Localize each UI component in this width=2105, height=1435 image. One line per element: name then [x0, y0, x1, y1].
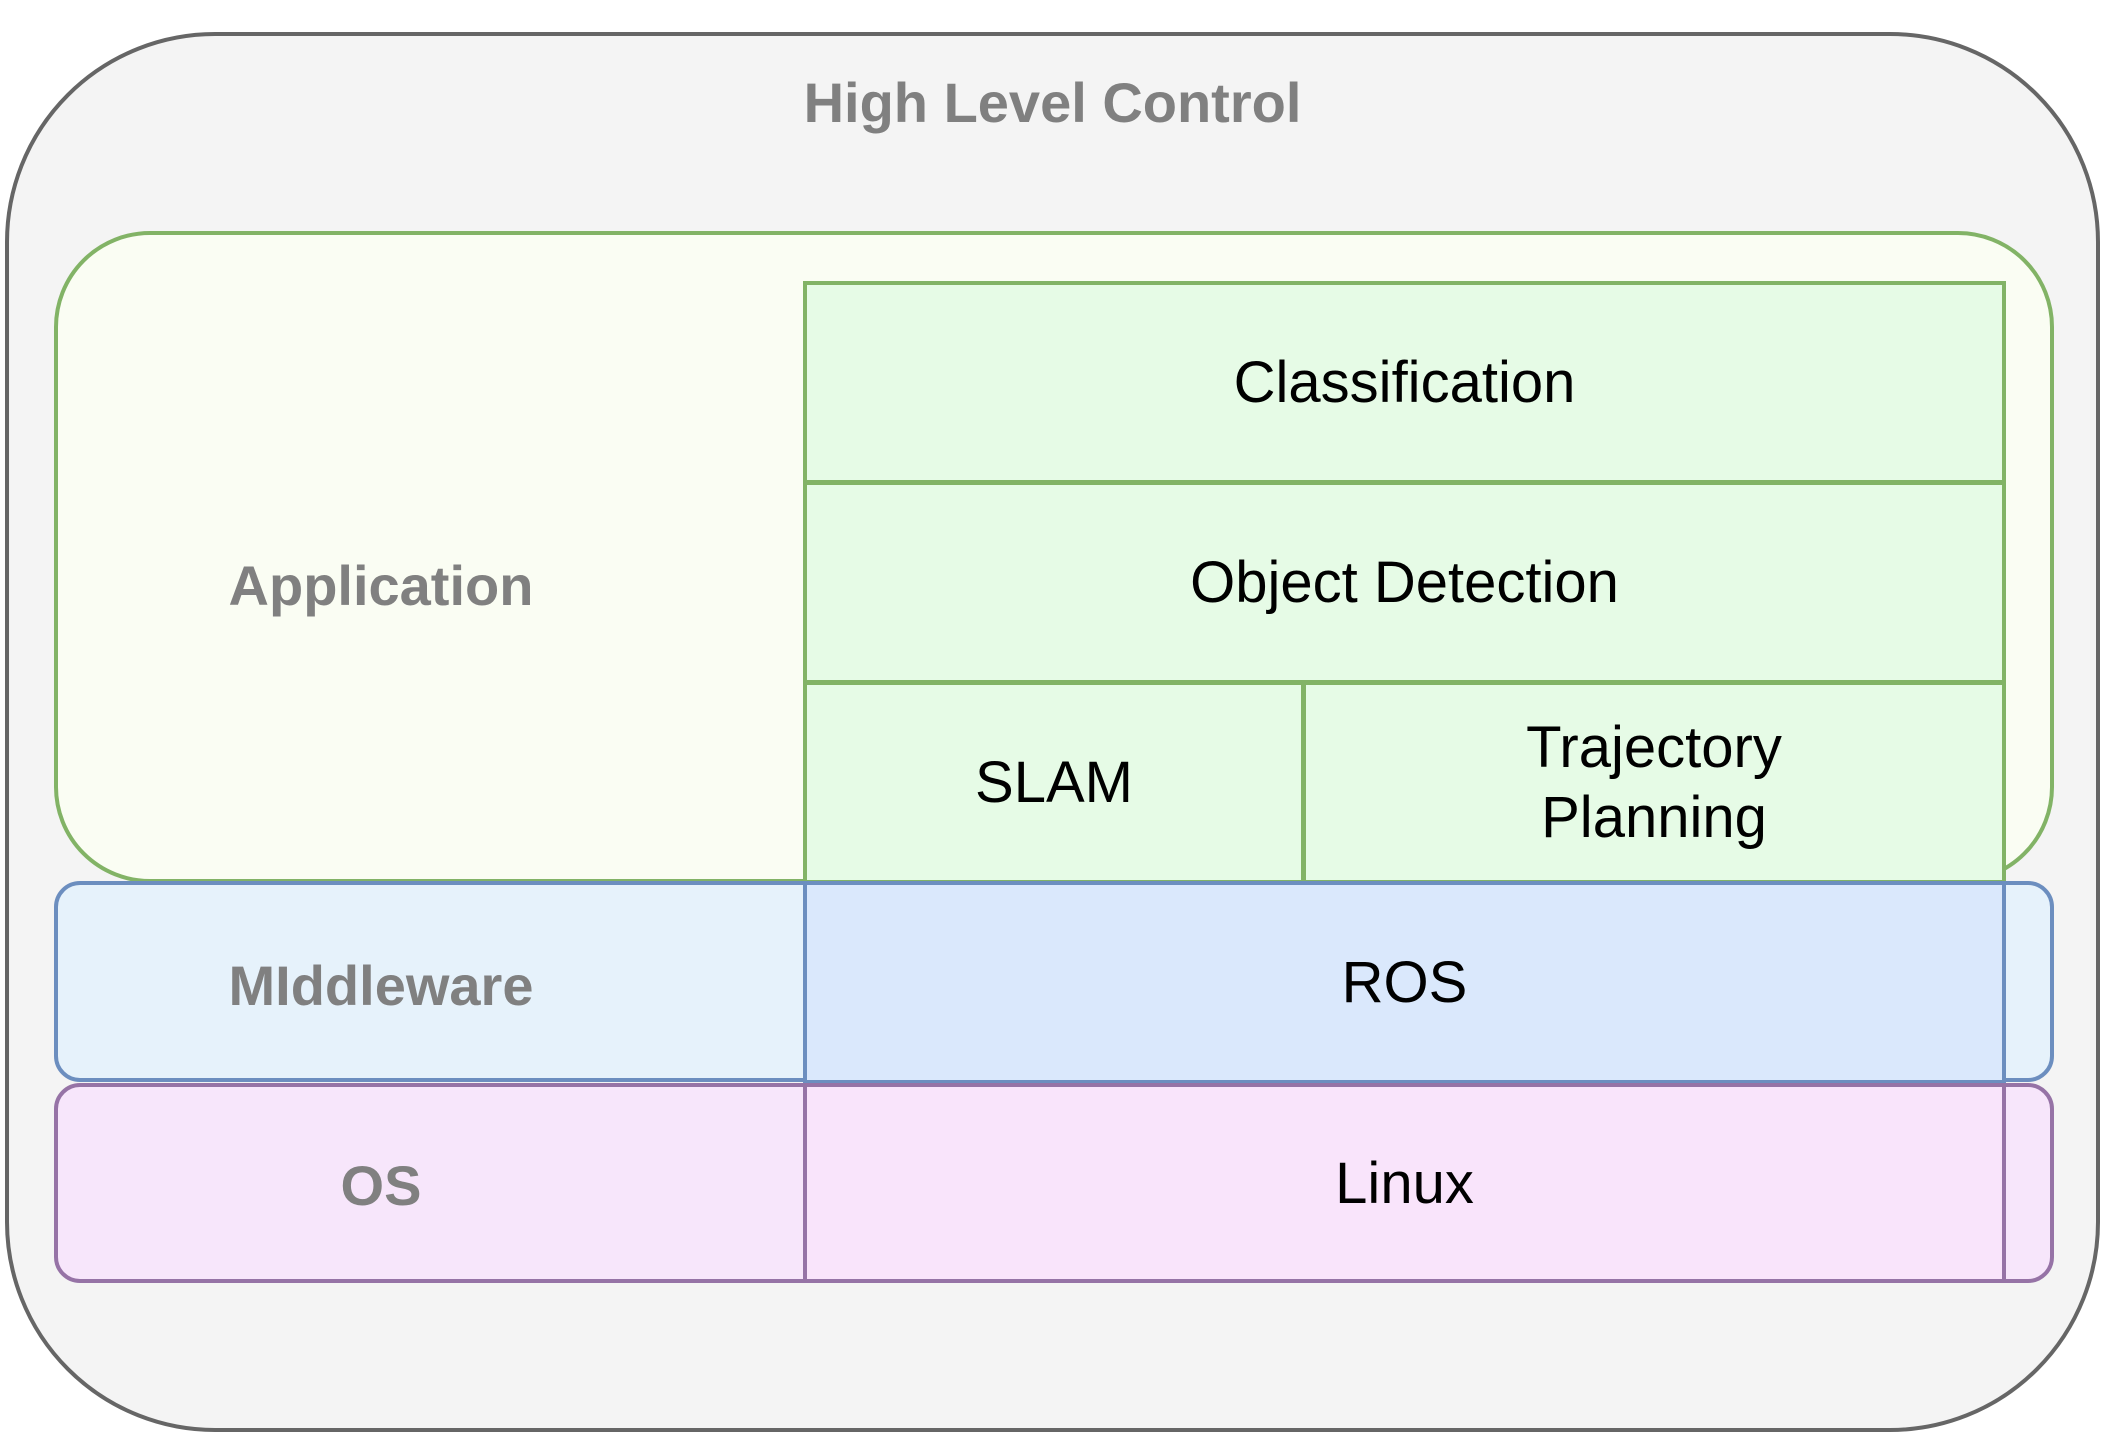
application-layer-label: Application: [228, 553, 534, 617]
middleware-layer-label: MIddleware: [228, 953, 534, 1017]
high-level-control-title: High Level Control: [803, 70, 1302, 134]
linux-label: Linux: [1335, 1150, 1474, 1216]
ros-box: ROS: [803, 881, 2006, 1084]
ros-label: ROS: [1341, 950, 1468, 1015]
trajectory-planning-label-line-2: Planning: [1541, 784, 1767, 850]
slam-label: SLAM: [975, 749, 1133, 815]
object-detection-label: Object Detection: [1190, 549, 1619, 615]
trajectory-planning-box: Trajectory Planning: [1302, 681, 2006, 884]
trajectory-planning-label-line-1: Trajectory: [1526, 714, 1782, 780]
classification-label: Classification: [1233, 349, 1576, 415]
object-detection-box: Object Detection: [803, 481, 2006, 684]
linux-box: Linux: [803, 1083, 2006, 1283]
slam-box: SLAM: [803, 681, 1305, 884]
os-layer-label: OS: [340, 1153, 422, 1217]
classification-box: Classification: [803, 281, 2006, 484]
